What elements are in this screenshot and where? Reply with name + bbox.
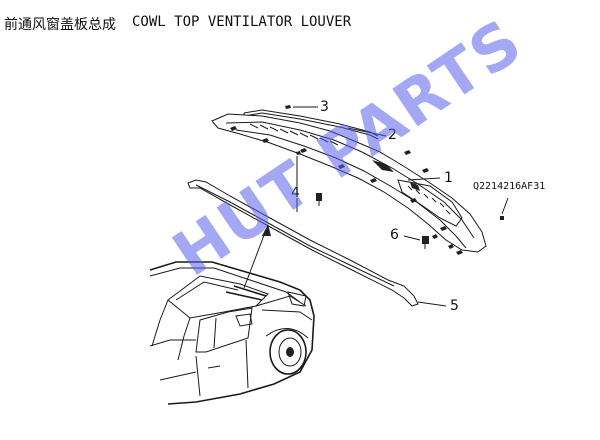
title-english: COWL TOP VENTILATOR LOUVER <box>132 14 352 30</box>
callout-4: 4 <box>291 185 300 201</box>
diagram-title: 前通风窗盖板总成 COWL TOP VENTILATOR LOUVER <box>4 14 351 34</box>
installation-arrow <box>243 224 271 289</box>
part-1-cowl-louver-panel <box>211 113 487 255</box>
callout-3: 3 <box>320 99 329 115</box>
part-3-clip <box>285 105 291 109</box>
code-part-clip <box>500 216 504 220</box>
part-4-fastener <box>296 151 322 206</box>
callout-5: 5 <box>450 298 459 314</box>
callout-2: 2 <box>388 127 397 143</box>
part-5-lower-seal <box>187 179 419 307</box>
callout-1: 1 <box>444 170 453 186</box>
callout-6: 6 <box>390 227 399 243</box>
title-chinese: 前通风窗盖板总成 <box>4 17 116 33</box>
vehicle-outline <box>149 261 315 405</box>
part-code-label: Q2214216AF31 <box>473 181 546 192</box>
part-6-clip <box>422 236 429 249</box>
leader-lines <box>293 106 509 307</box>
